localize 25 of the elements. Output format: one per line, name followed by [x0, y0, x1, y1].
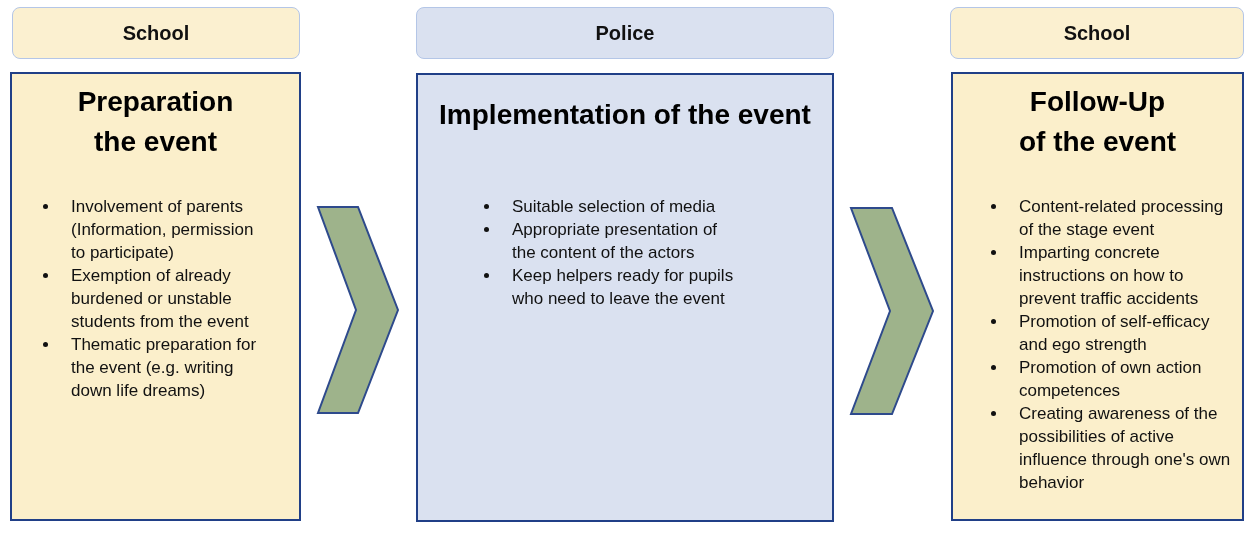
bullet-text: Imparting concrete instructions on how to prevent traffic accidents	[1019, 242, 1200, 310]
bullet-text: Creating awareness of the possibilities of active influence through one's own behavior	[1019, 403, 1232, 494]
bullet-text: Content-related processing of the stage event	[1019, 196, 1225, 241]
role-header-box	[416, 7, 834, 59]
bullet-text: Appropriate presentation of the content of the actors	[512, 219, 719, 264]
bullet-text: Keep helpers ready for pupils who need to leave the event	[512, 265, 735, 310]
panel-heading: Implementation of the event	[438, 98, 812, 132]
bullet-text: Promotion of self-efficacy and ego strength	[1019, 311, 1211, 356]
role-header-box	[950, 7, 1244, 59]
chevron-arrow	[316, 206, 400, 414]
role-label: Police	[595, 21, 655, 45]
phase-panel	[10, 72, 301, 521]
role-label: School	[122, 21, 190, 45]
bullet-text: Involvement of parents (Information, permission to participate)	[71, 196, 255, 264]
chevron-arrow	[849, 207, 935, 415]
role-header-box	[12, 7, 300, 59]
bullet-text: Exemption of already burdened or unstable students from the event	[71, 265, 250, 333]
bullet-text: Promotion of own action competences	[1019, 357, 1203, 402]
panel-heading: Follow-Up of the event	[1017, 85, 1178, 159]
bullet-text: Suitable selection of media	[512, 196, 717, 218]
role-label: School	[1063, 21, 1131, 45]
panel-heading: Preparation the event	[76, 85, 235, 159]
phase-panel	[416, 73, 834, 522]
phase-panel	[951, 72, 1244, 521]
bullet-text: Thematic preparation for the event (e.g. writing down life dreams)	[71, 334, 258, 402]
